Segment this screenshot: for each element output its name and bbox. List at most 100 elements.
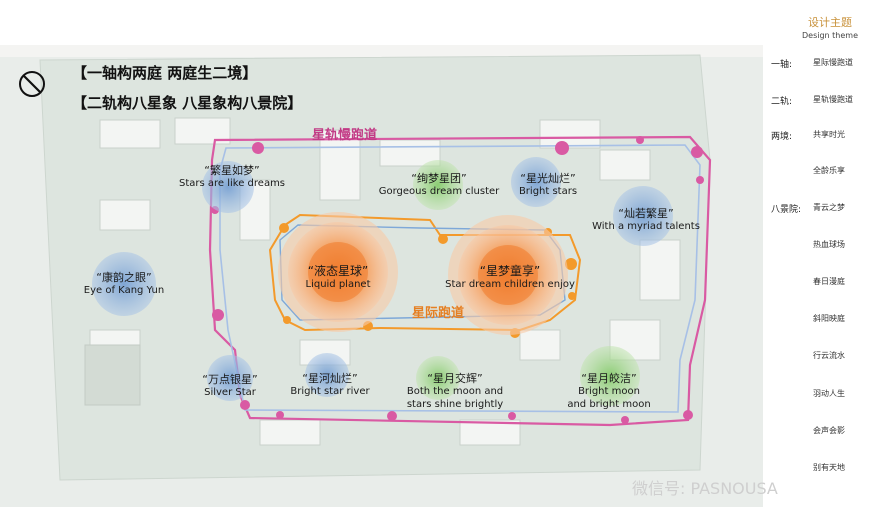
- path-node: [279, 223, 289, 233]
- theme-row-value: 羽动人生: [813, 389, 845, 398]
- theme-row-label: 两境:: [771, 132, 793, 142]
- spot-wandian-zh: “万点银星”: [202, 373, 258, 386]
- spot-zhuoruo: “灿若繁星” With a myriad talents: [592, 207, 700, 233]
- spot-xumeng-en: Gorgeous dream cluster: [378, 186, 500, 197]
- theme-row-value: 行云流水: [813, 351, 845, 360]
- spot-xingmeng-zh: “星梦童享”: [479, 264, 541, 278]
- spot-wandian: “万点银星” Silver Star: [202, 373, 257, 399]
- spot-kangyun-en: Eye of Kang Yun: [83, 285, 165, 296]
- spot-circle-xingmeng: [448, 215, 568, 335]
- spot-xumeng: “绚梦星团” Gorgeous dream cluster: [379, 172, 500, 198]
- theme-row-value: 共享时光: [813, 130, 845, 139]
- spot-circle-xumeng: [413, 160, 463, 210]
- road-band: [0, 45, 763, 57]
- spot-xingguang-zh: “星光灿烂”: [520, 172, 576, 185]
- spot-xingguang-en: Bright stars: [518, 186, 578, 197]
- spot-jiaojie-en: Bright moon: [578, 386, 640, 397]
- spot-yetai-zh: “液态星球”: [307, 264, 369, 278]
- spot-jiaojie-en2: and bright moon: [567, 399, 651, 410]
- spot-circle-fanxing: [202, 161, 254, 213]
- building: [639, 239, 681, 301]
- spot-xinghe-en: Bright star river: [290, 386, 370, 397]
- spot-xingyue-zh: “星月交辉”: [427, 372, 483, 385]
- spot-zhuoruo-zh: “灿若繁星”: [618, 207, 674, 220]
- spot-fanxing: “繁星如梦” Stars are like dreams: [179, 164, 285, 190]
- path-node: [212, 309, 224, 321]
- theme-row-value: 星轨慢跑道: [813, 95, 853, 104]
- path-node: [683, 410, 693, 420]
- path-node: [276, 411, 284, 419]
- design-theme-panel: 设计主题 Design theme 一轴:星际慢跑道 二轨:星轨慢跑道 两境:共…: [765, 0, 880, 523]
- path-node: [252, 142, 264, 154]
- building: [539, 119, 601, 149]
- spot-circle-zhuoruo: [613, 186, 673, 246]
- spot-kangyun-zh: “康韵之眼”: [96, 271, 152, 284]
- title-line-2: 【二轨构八星象 八星象构八景院】: [72, 94, 303, 112]
- spot-xinghe: “星河灿烂” Bright star river: [290, 372, 369, 398]
- spot-xingmeng-en: Star dream children enjoy: [445, 279, 575, 290]
- path-node: [696, 176, 704, 184]
- building: [99, 119, 161, 149]
- outer-path-line: [208, 135, 712, 427]
- spot-xingmeng: “星梦童享” Star dream children enjoy: [445, 265, 575, 291]
- theme-row-value: 热血球场: [813, 240, 845, 249]
- spot-xingyue: “星月交辉” Both the moon and stars shine bri…: [407, 372, 503, 411]
- spot-circle-kangyun: [92, 252, 156, 316]
- theme-row-value: 全龄乐享: [813, 166, 845, 175]
- spot-circle-xingyue: [416, 356, 460, 400]
- spot-xinghe-zh: “星河灿烂”: [302, 372, 358, 385]
- path-node: [508, 412, 516, 420]
- spot-circle-xinghe: [305, 353, 349, 397]
- building: [259, 419, 321, 446]
- path-node: [621, 416, 629, 424]
- spot-yetai: “液态星球” Liquid planet: [305, 265, 370, 291]
- theme-row-value: 青云之梦: [813, 203, 845, 212]
- spot-yetai-en: Liquid planet: [305, 279, 371, 290]
- path-node: [387, 411, 397, 421]
- spot-jiaojie: “星月皎洁” Bright moon and bright moon: [567, 372, 650, 411]
- path-node: [565, 258, 577, 270]
- path-node: [555, 141, 569, 155]
- building: [599, 149, 651, 181]
- building: [459, 419, 521, 446]
- no-symbol-icon: [19, 71, 45, 97]
- spot-fanxing-en: Stars are like dreams: [178, 178, 286, 189]
- theme-row-label: 二轨:: [771, 97, 793, 107]
- theme-row-label: 一轴:: [771, 60, 793, 70]
- spot-zhuoruo-en: With a myriad talents: [592, 221, 700, 232]
- spot-circle-yetai: [278, 212, 398, 332]
- inner-path-line: [279, 224, 566, 321]
- spot-fanxing-zh: “繁星如梦”: [204, 164, 260, 177]
- theme-row-value: 会声会影: [813, 426, 845, 435]
- path-node: [636, 136, 644, 144]
- spot-kangyun: “康韵之眼” Eye of Kang Yun: [84, 271, 164, 297]
- theme-row-value: 别有天地: [813, 463, 845, 472]
- path-node: [691, 146, 703, 158]
- outer-path-line: [219, 144, 701, 413]
- title-line-1: 【一轴构两庭 两庭生二境】: [72, 64, 258, 82]
- building: [319, 129, 361, 201]
- spot-xingguang: “星光灿烂” Bright stars: [519, 172, 577, 198]
- spot-circle-wandian: [207, 355, 253, 401]
- panel-title: 设计主题: [808, 16, 852, 29]
- path-node: [283, 316, 291, 324]
- path-node: [568, 292, 576, 300]
- outer-path-label: 星轨慢跑道: [312, 128, 378, 143]
- path-node: [438, 234, 448, 244]
- plaza: [84, 344, 141, 406]
- panel-background: [763, 0, 880, 523]
- building: [519, 329, 561, 361]
- inner-path-line: [268, 213, 582, 332]
- path-node: [240, 400, 250, 410]
- theme-row-label: 八景院:: [771, 205, 802, 215]
- wechat-watermark: 微信号: PASNOUSA: [632, 479, 778, 498]
- spot-wandian-en: Silver Star: [204, 387, 256, 398]
- theme-row-value: 斜阳映庭: [813, 314, 845, 323]
- panel-heading: 设计主题 Design theme: [795, 14, 865, 40]
- panel-subtitle: Design theme: [801, 31, 858, 40]
- theme-row-value: 春日漫庭: [813, 277, 845, 286]
- building: [99, 199, 151, 231]
- spot-xumeng-zh: “绚梦星团”: [411, 172, 467, 185]
- spot-xingyue-en: Both the moon and: [406, 386, 504, 397]
